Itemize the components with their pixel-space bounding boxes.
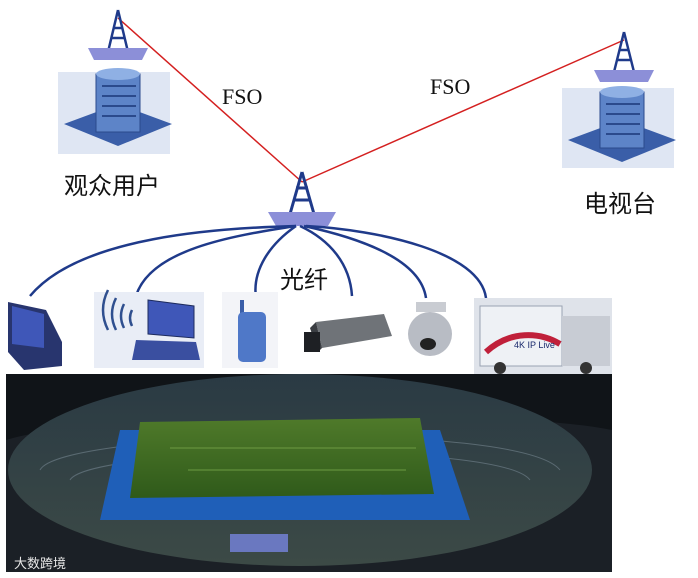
left-tower-icon [88,9,148,60]
wireless-laptop-icon [94,289,204,368]
left-server-building-icon [58,68,172,154]
right-tower-icon [594,31,654,82]
handheld-radio-icon [222,292,278,368]
watermark: 大数跨境 [14,557,67,572]
stadium-photo [6,374,612,572]
fso-link-right [301,39,625,183]
fso-label-right: FSO [430,74,471,99]
truck-logo-text: 4K IP Live [514,340,555,350]
fso-link-left [117,17,303,183]
fso-label-left: FSO [222,84,263,109]
broadcast-truck-icon: 4K IP Live [474,298,612,374]
tv-station-label: 电视台 [584,190,656,218]
fiber-label: 光纤 [280,266,328,294]
center-tower-icon [268,171,336,226]
monitor-icon [8,302,62,370]
audience-label: 观众用户 [64,172,160,200]
fiber-links [29,224,488,299]
right-server-building-icon [562,86,676,168]
cctv-camera-icon [304,314,392,352]
dome-camera-icon [408,302,452,356]
